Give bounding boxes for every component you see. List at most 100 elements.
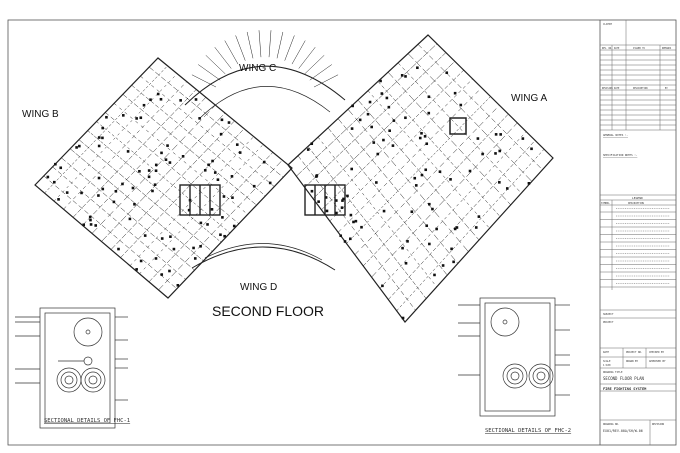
sprinkler-symbol xyxy=(385,96,389,100)
plan-wall xyxy=(371,122,518,278)
wing-c-seating xyxy=(276,31,284,59)
sprinkler-symbol xyxy=(207,163,210,167)
wing-b-label: WING B xyxy=(22,109,59,120)
sprinkler-symbol xyxy=(139,259,143,263)
wing-c-seating xyxy=(268,30,272,58)
sprinkler-symbol xyxy=(481,152,484,156)
sprinkler-symbol xyxy=(82,223,86,227)
plan-wall xyxy=(113,103,248,215)
sprinkler-symbol xyxy=(400,74,404,77)
floor-plan xyxy=(34,30,554,323)
sprinkler-symbol xyxy=(143,234,147,237)
plan-wall xyxy=(304,52,447,188)
sprinkler-symbol xyxy=(211,159,214,163)
sprinkler-symbol xyxy=(325,209,329,213)
plan-wall xyxy=(396,149,545,311)
plan-wall xyxy=(337,118,459,264)
approved-by-label: APPROVED BY xyxy=(649,359,666,363)
sprinkler-symbol xyxy=(101,126,105,130)
scale-value: 1:100 xyxy=(603,363,611,367)
fhc-1-detail xyxy=(15,307,128,429)
plan-wall xyxy=(78,139,213,252)
sprinkler-symbol xyxy=(370,125,373,129)
sprinkler-symbol xyxy=(315,175,318,178)
sprinkler-symbol xyxy=(335,211,338,215)
sprinkler-symbol xyxy=(147,175,151,179)
date-label: DATE xyxy=(603,350,610,354)
wing-c-inner-arc xyxy=(199,86,331,119)
sprinkler-symbol xyxy=(441,264,445,267)
plan-wall xyxy=(72,89,197,218)
plan-wall xyxy=(317,136,437,288)
wing-d-arc xyxy=(191,246,336,271)
sprinkler-symbol xyxy=(105,115,108,119)
sprinkler-symbol xyxy=(187,208,191,212)
sprinkler-symbol xyxy=(126,150,130,153)
sprinkler-symbol xyxy=(221,216,224,219)
title-block xyxy=(600,20,676,445)
sprinkler-symbol xyxy=(168,269,171,273)
sprinkler-symbol xyxy=(142,103,146,107)
sprinkler-symbol xyxy=(227,121,231,124)
sprinkler-symbol xyxy=(375,181,378,184)
sprinkler-symbol xyxy=(381,284,384,288)
sprinkler-symbol xyxy=(424,168,428,172)
sprinkler-symbol xyxy=(494,133,498,136)
plan-wall xyxy=(140,75,275,187)
sprinkler-symbol xyxy=(310,142,314,146)
sprinkler-symbol xyxy=(324,196,328,199)
sprinkler-symbol xyxy=(238,151,242,154)
sprinkler-symbol xyxy=(427,111,431,115)
rev2-header-2: DESCRIPTION xyxy=(633,87,648,90)
sprinkler-symbol xyxy=(340,206,344,209)
revision-table xyxy=(600,45,676,130)
plan-linework xyxy=(43,30,545,311)
sprinkler-symbol xyxy=(172,247,176,251)
sprinkler-symbol xyxy=(232,224,236,228)
sprinkler-symbol xyxy=(219,132,223,136)
project-label: PROJECT xyxy=(603,320,614,324)
sprinkler-symbol xyxy=(498,181,501,184)
plan-wall xyxy=(387,71,511,206)
sprinkler-symbol xyxy=(423,135,427,138)
drawing-no: EX01/REV-00A/SH/W-06 xyxy=(603,429,643,433)
sprinkler-symbol xyxy=(160,273,164,276)
client-label: CLIENT xyxy=(603,22,613,26)
wing-b-outline xyxy=(34,57,293,299)
sprinkler-symbol xyxy=(121,182,124,186)
sprinkler-symbol xyxy=(262,160,266,164)
sprinkler-symbol xyxy=(380,92,384,95)
plan-wall xyxy=(417,44,543,170)
plan-wall xyxy=(354,105,500,255)
plan-wall xyxy=(307,146,427,299)
sprinkler-symbol xyxy=(391,144,395,147)
plan-wall xyxy=(397,62,522,194)
plan-wall xyxy=(53,73,178,202)
shaft xyxy=(449,117,467,135)
sprinkler-symbol xyxy=(360,225,363,229)
wing-c-seating xyxy=(205,55,226,75)
plan-wall xyxy=(110,120,235,250)
plan-wall xyxy=(367,90,490,229)
wing-c-seating xyxy=(235,35,246,61)
sprinkler-symbol xyxy=(445,71,449,75)
sprinkler-symbol xyxy=(427,95,431,99)
drawn-by-label: DRAWN BY xyxy=(626,359,639,363)
plan-wall xyxy=(91,104,216,234)
sprinkler-symbol xyxy=(153,183,157,187)
drawing-title-label: DRAWING TITLE xyxy=(603,370,623,374)
sprinkler-symbol xyxy=(433,273,436,277)
sprinkler-symbol xyxy=(382,138,385,142)
legend-title: LEGEND xyxy=(632,196,643,200)
drawing-title: SECOND FLOOR PLAN xyxy=(603,376,645,381)
sprinkler-symbol xyxy=(387,105,391,109)
sprinkler-symbol xyxy=(354,219,358,223)
wing-c-seating xyxy=(291,40,306,65)
sprinkler-symbol xyxy=(372,141,376,144)
sprinkler-symbol xyxy=(159,97,163,101)
sprinkler-symbol xyxy=(97,144,101,148)
sprinkler-symbol xyxy=(425,142,429,146)
sprinkler-symbol xyxy=(252,184,256,188)
wing-c-arc xyxy=(184,65,346,106)
sprinkler-symbol xyxy=(154,257,158,260)
